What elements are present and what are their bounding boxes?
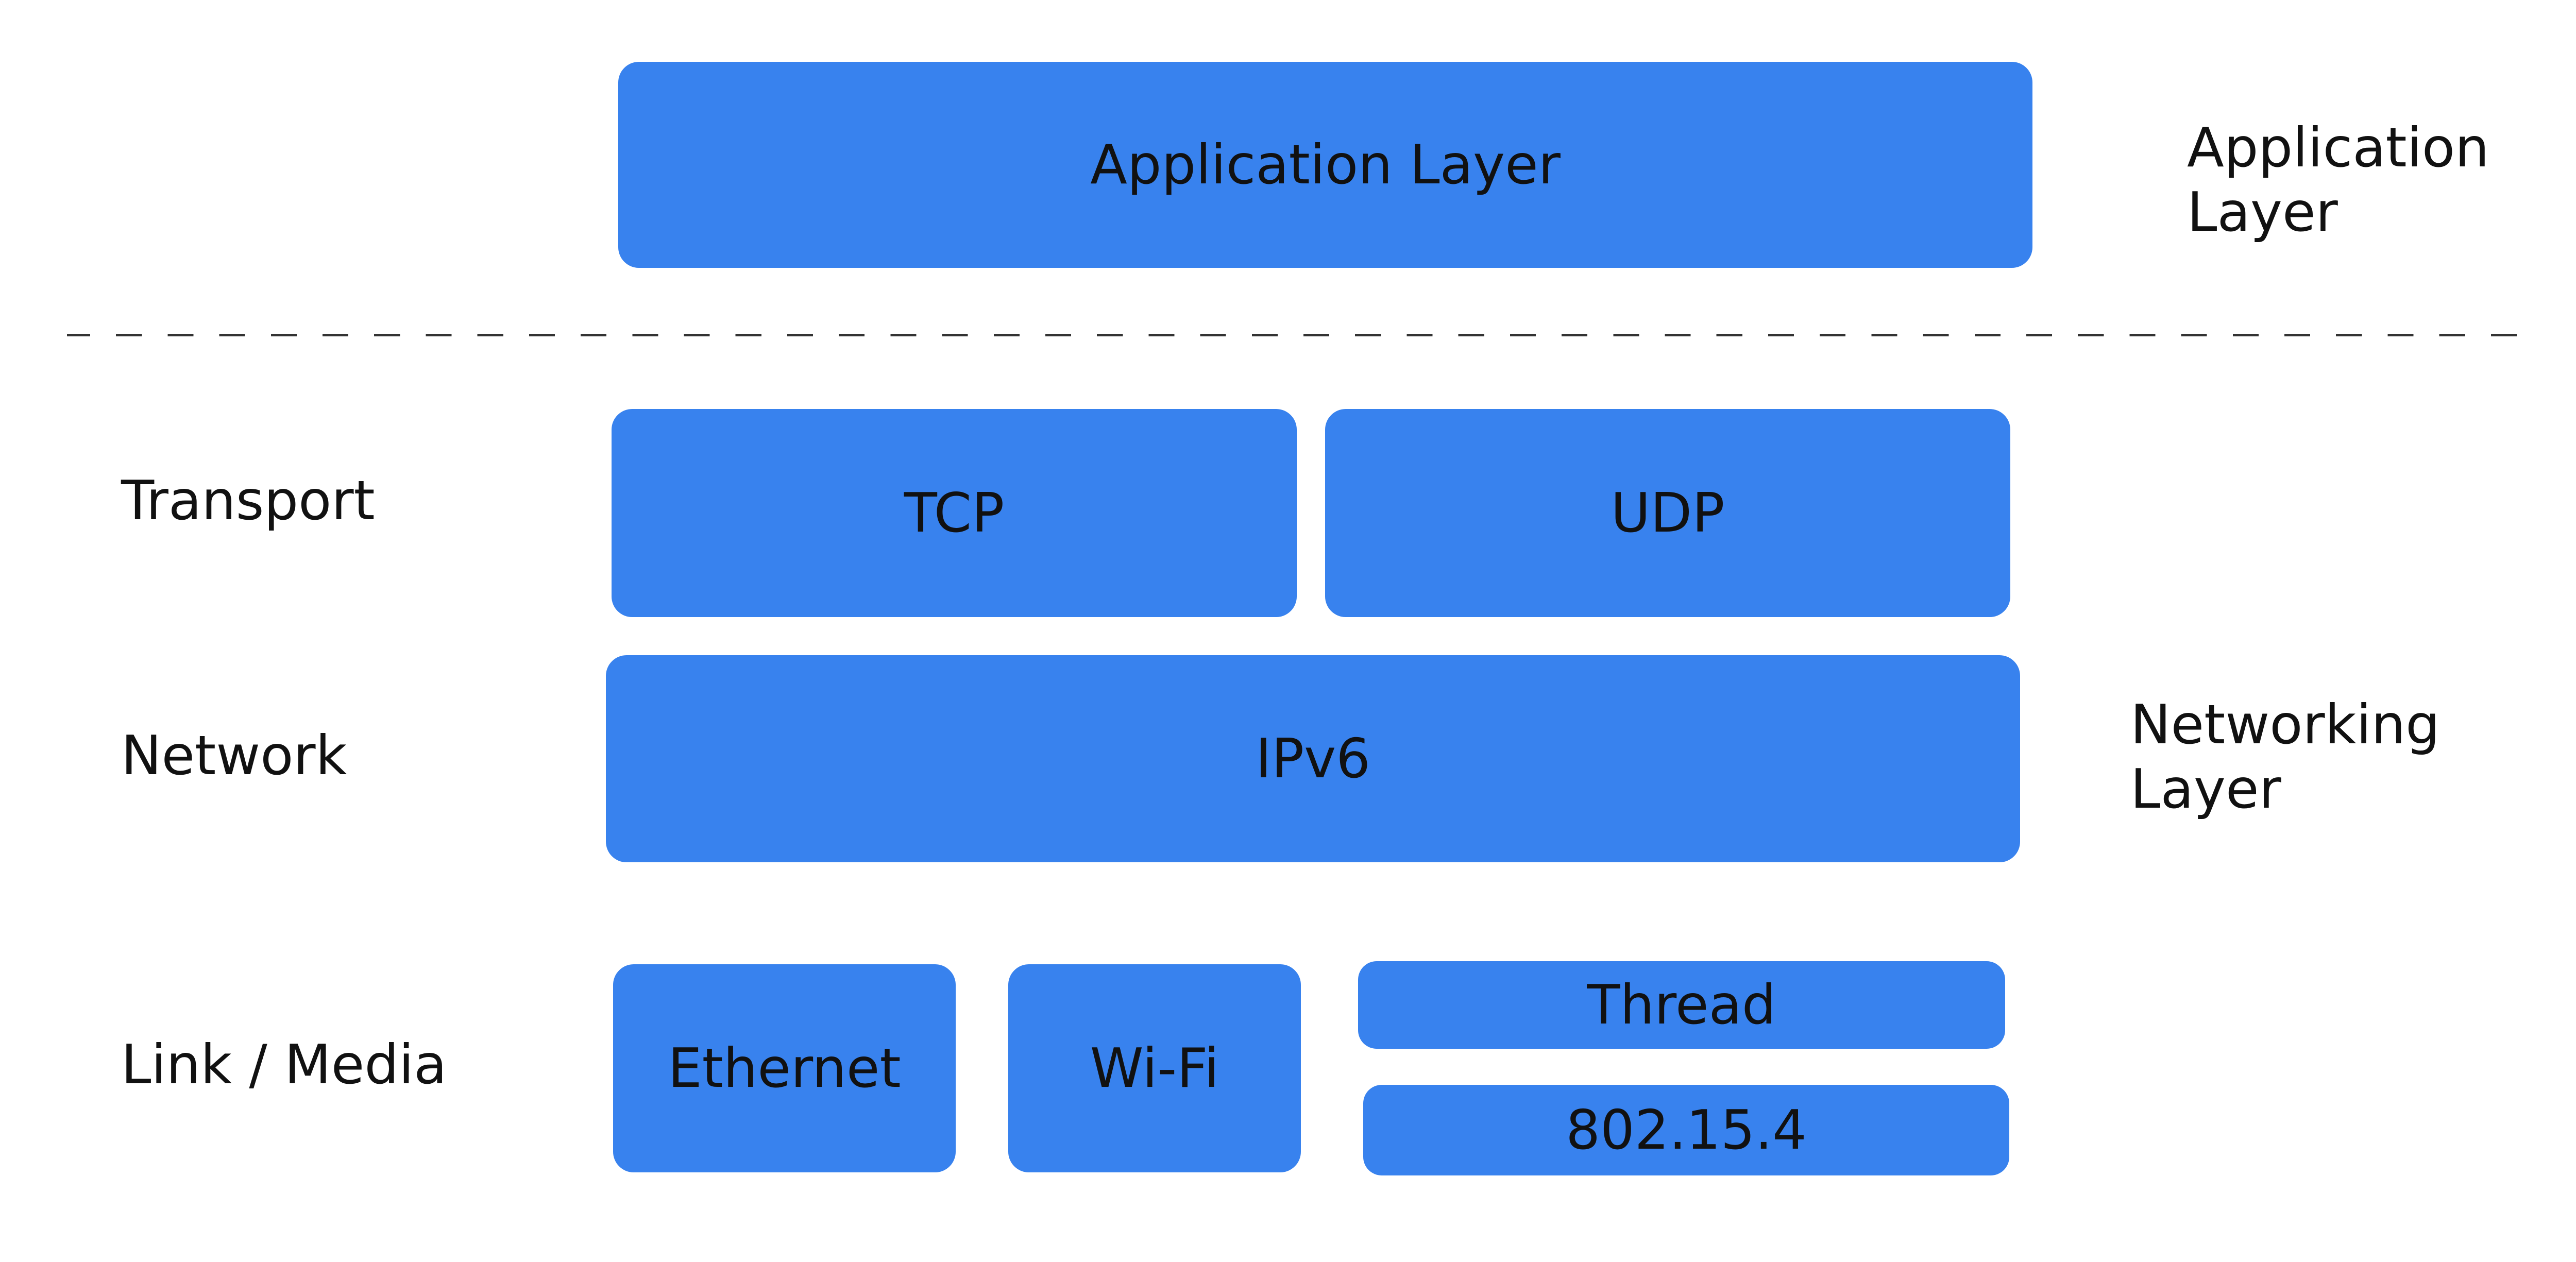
udp-box: UDP — [1325, 409, 2010, 617]
network-row-label: Network — [121, 724, 347, 787]
application-layer-box: Application Layer — [618, 62, 2032, 268]
thread-box-label: Thread — [1587, 974, 1776, 1036]
tcp-box: TCP — [612, 409, 1297, 617]
ieee-802-15-4-box-label: 802.15.4 — [1566, 1099, 1807, 1162]
ieee-802-15-4-box: 802.15.4 — [1363, 1085, 2009, 1175]
networking-side-label-line1: Networking — [2130, 693, 2440, 756]
ipv6-box: IPv6 — [606, 655, 2020, 862]
networking-side-label-line2: Layer — [2130, 758, 2281, 821]
application-side-label-line2: Layer — [2187, 181, 2338, 244]
udp-box-label: UDP — [1611, 482, 1725, 544]
link-media-row-label: Link / Media — [121, 1033, 447, 1096]
wifi-box: Wi-Fi — [1008, 964, 1301, 1172]
application-side-label-line1: Application — [2187, 116, 2489, 179]
ethernet-box: Ethernet — [613, 964, 956, 1172]
application-layer-box-label: Application Layer — [1090, 133, 1561, 196]
thread-box: Thread — [1358, 961, 2005, 1049]
application-layer-side-label: Application Layer — [2187, 116, 2489, 245]
layer-divider-dashed-line — [67, 334, 2524, 336]
wifi-box-label: Wi-Fi — [1090, 1037, 1219, 1100]
ipv6-box-label: IPv6 — [1255, 727, 1371, 790]
networking-layer-side-label: Networking Layer — [2130, 693, 2440, 822]
tcp-box-label: TCP — [904, 482, 1005, 544]
ethernet-box-label: Ethernet — [668, 1037, 901, 1100]
transport-row-label: Transport — [121, 469, 375, 532]
